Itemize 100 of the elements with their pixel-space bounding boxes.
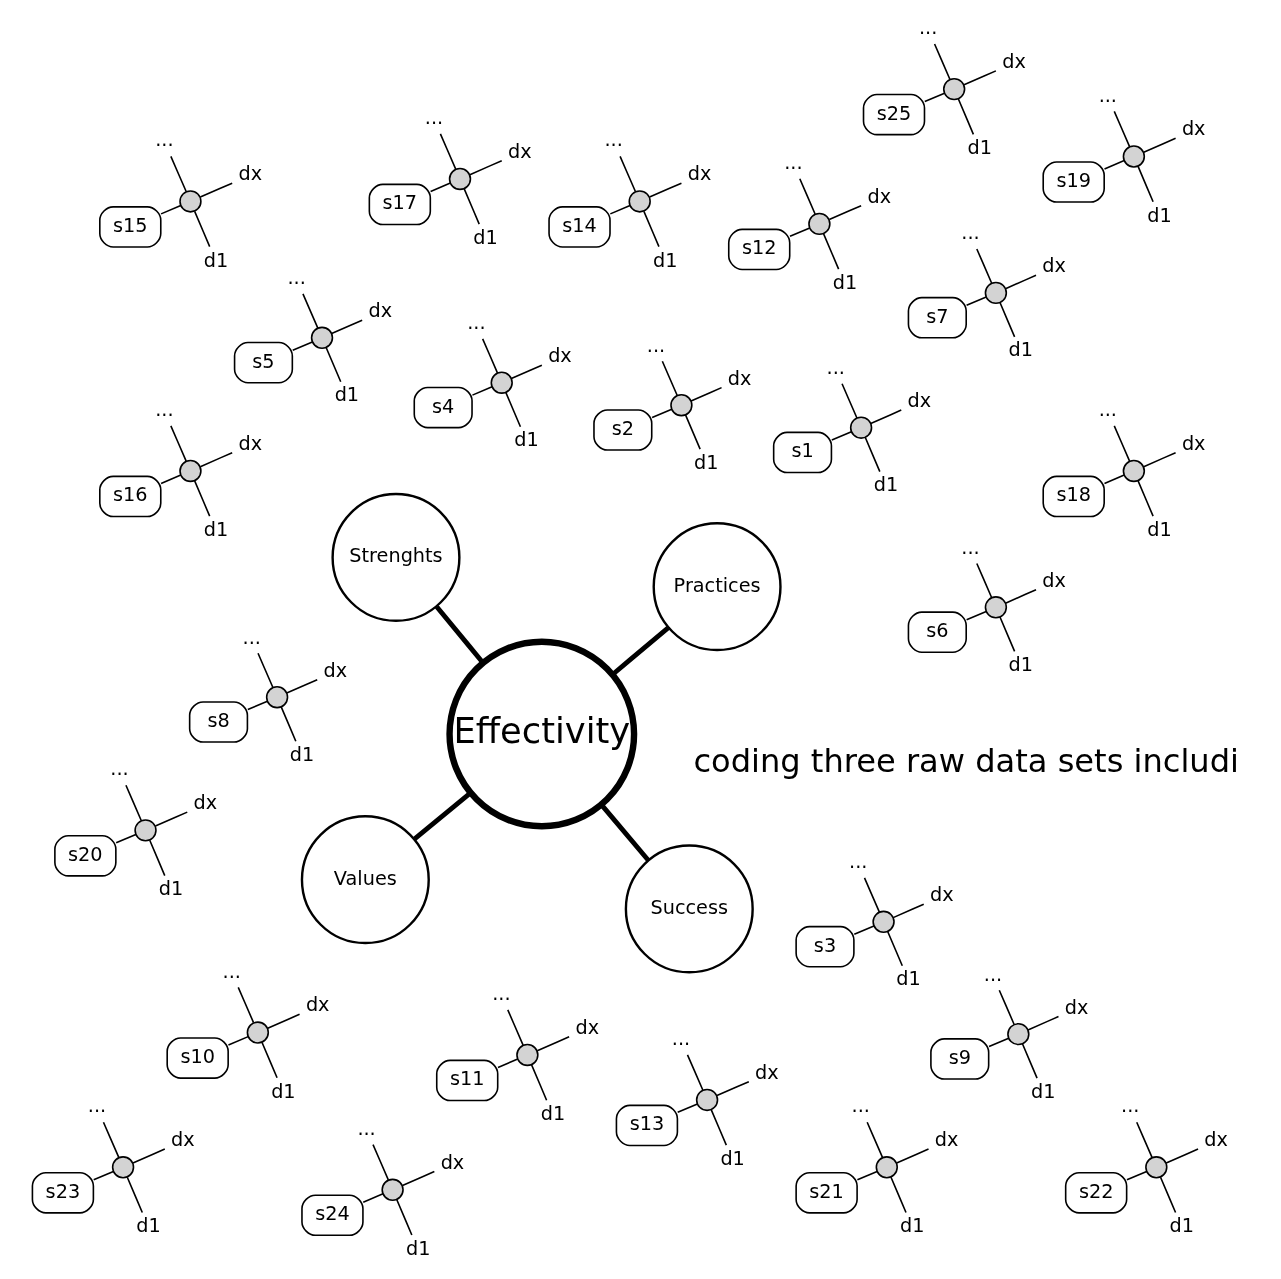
node-box: s2 — [593, 409, 653, 451]
node-box: s23 — [31, 1171, 95, 1214]
connector — [372, 1143, 390, 1181]
node-text: dx — [907, 389, 932, 413]
node-box: s9 — [930, 1038, 990, 1080]
connector — [126, 1176, 144, 1214]
node-text: ... — [110, 757, 129, 781]
connector — [530, 1064, 548, 1101]
node-circle — [695, 1088, 719, 1112]
connector — [690, 386, 723, 402]
connector — [841, 382, 858, 419]
connector — [716, 1080, 750, 1097]
node-circle — [179, 190, 202, 213]
node-box: s1 — [772, 431, 833, 474]
connector — [963, 70, 997, 86]
node-text: d1 — [540, 1102, 566, 1126]
node-circle: Effectivity — [446, 638, 638, 830]
connector — [999, 301, 1016, 338]
connector — [227, 1035, 249, 1046]
node-box: s21 — [795, 1171, 858, 1214]
connector — [651, 408, 673, 419]
node-circle — [1007, 1022, 1030, 1046]
node-box: s25 — [862, 93, 926, 136]
node-box: s4 — [413, 386, 473, 429]
node-text: dx — [727, 366, 752, 390]
node-circle — [246, 1021, 270, 1044]
node-box: s11 — [435, 1059, 499, 1102]
node-text: dx — [1002, 49, 1026, 73]
connector — [890, 1176, 907, 1214]
connector — [325, 346, 342, 383]
node-circle: Success — [624, 844, 754, 974]
node-text: dx — [238, 162, 263, 186]
node-box: s5 — [233, 341, 294, 384]
connector — [661, 360, 679, 397]
connector — [291, 341, 314, 351]
node-text: dx — [368, 299, 393, 323]
connector — [497, 1058, 519, 1069]
node-text: ... — [604, 128, 623, 152]
connector — [895, 1148, 930, 1164]
connector — [160, 474, 182, 485]
node-circle — [1122, 459, 1146, 483]
node-text: ... — [287, 266, 306, 290]
node-text: d1 — [203, 248, 229, 272]
connector — [1004, 274, 1037, 290]
node-text: ... — [983, 962, 1003, 986]
node-text: d1 — [136, 1214, 161, 1238]
connector — [507, 1009, 524, 1046]
connector — [285, 678, 319, 694]
connector — [1103, 159, 1125, 170]
connector — [1142, 451, 1177, 468]
connector — [148, 839, 166, 877]
connector — [280, 706, 297, 742]
connector — [193, 480, 211, 517]
connector — [609, 204, 631, 215]
node-box: s24 — [301, 1194, 364, 1237]
connector — [933, 43, 951, 80]
node-text: ... — [826, 356, 845, 380]
connector — [302, 293, 319, 329]
node-circle — [490, 371, 513, 394]
node-text: d1 — [653, 248, 678, 272]
node-text: dx — [930, 883, 954, 907]
connector — [471, 386, 493, 396]
connector — [439, 133, 457, 170]
node-circle — [381, 1178, 404, 1201]
node-text: d1 — [405, 1236, 431, 1260]
node-text: ... — [851, 1094, 870, 1118]
connector — [869, 409, 903, 425]
node-circle: Practices — [652, 522, 782, 652]
node-text: dx — [934, 1128, 959, 1152]
connector — [648, 182, 683, 198]
connector — [401, 1170, 436, 1187]
connector — [396, 1198, 413, 1236]
node-text: ... — [1121, 1094, 1140, 1118]
connector — [463, 188, 481, 225]
connector — [92, 1170, 115, 1181]
node-circle — [670, 393, 693, 417]
connector — [866, 1121, 884, 1159]
connector — [998, 989, 1015, 1026]
node-text: d1 — [289, 742, 315, 766]
connector — [330, 319, 363, 335]
node-text: dx — [508, 139, 532, 163]
node-text: dx — [575, 1015, 600, 1039]
connector — [686, 1054, 704, 1091]
node-circle — [1145, 1156, 1168, 1179]
connector — [160, 204, 182, 215]
node-text: d1 — [1008, 652, 1033, 676]
node-circle — [265, 685, 289, 709]
connector — [924, 92, 946, 103]
connector — [469, 159, 503, 176]
node-box: s6 — [907, 611, 967, 653]
connector — [505, 391, 522, 428]
connector — [999, 616, 1016, 653]
node-circle — [942, 77, 966, 101]
node-text: ... — [961, 221, 980, 245]
node-text: ... — [155, 397, 174, 421]
node-text: ... — [155, 128, 174, 152]
connector — [429, 182, 452, 193]
node-circle — [111, 1156, 135, 1179]
node-text: dx — [1204, 1128, 1228, 1152]
node-text: dx — [193, 791, 218, 815]
